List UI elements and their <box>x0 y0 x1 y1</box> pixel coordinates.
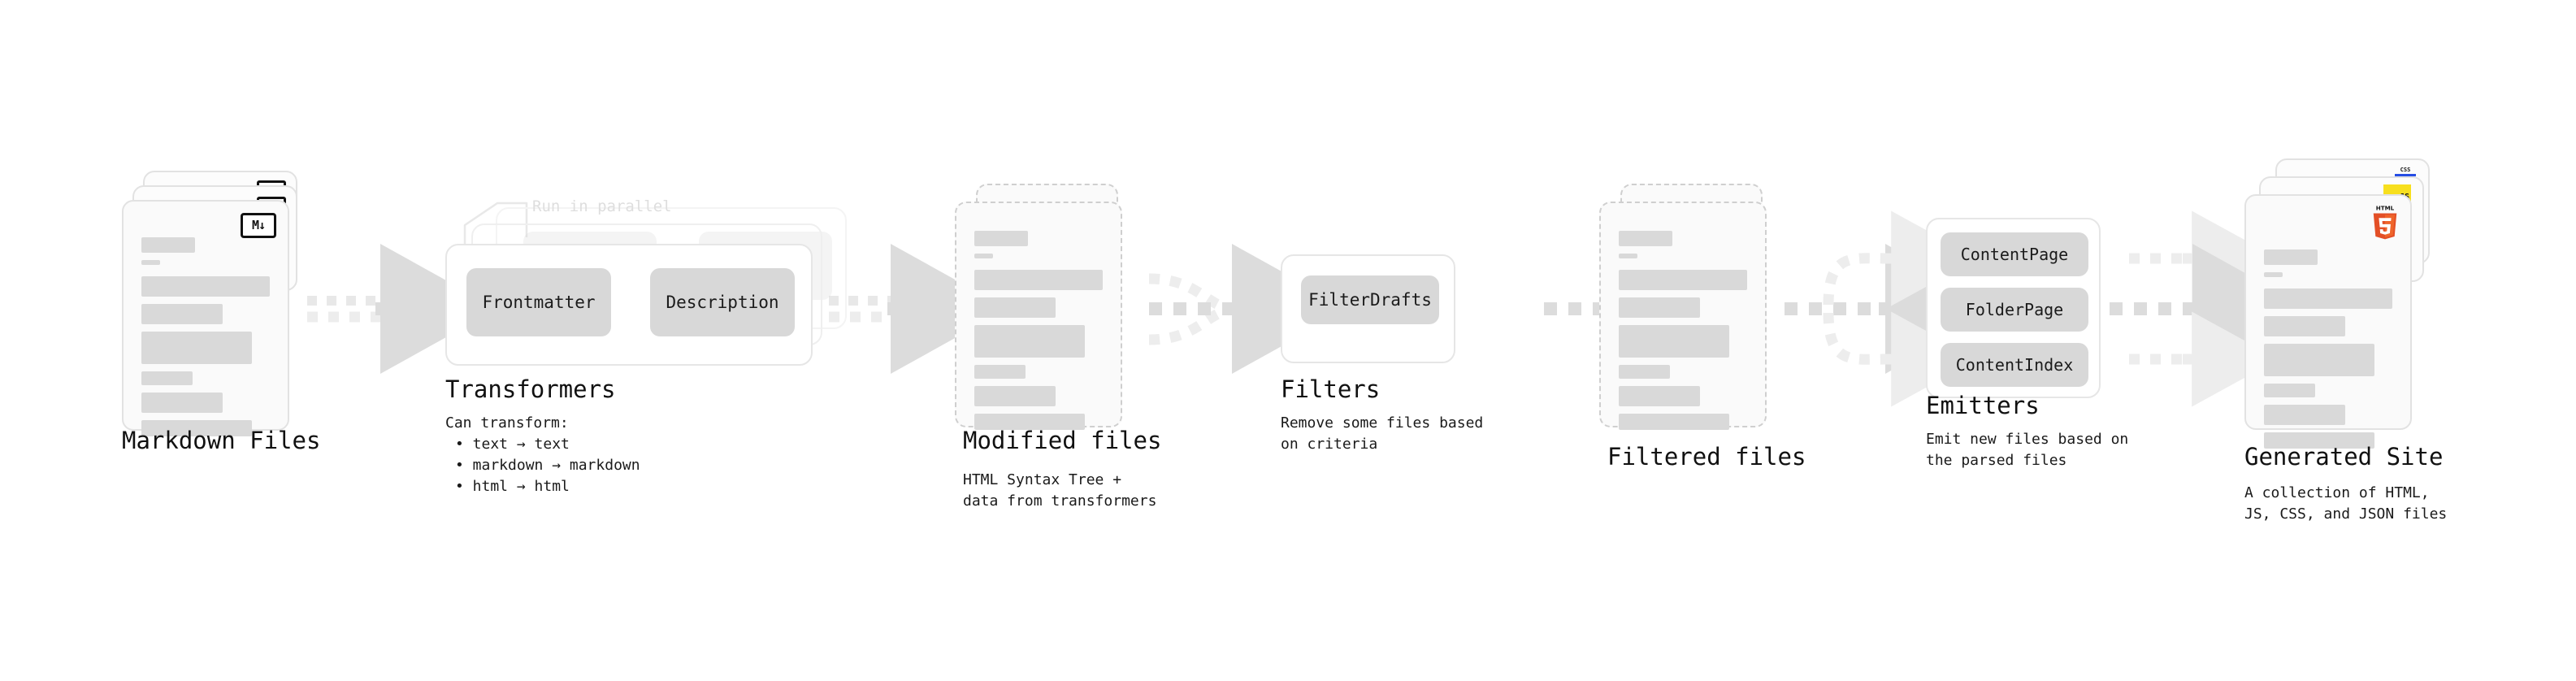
stage-title-generated-site: Generated Site <box>2244 443 2444 471</box>
content-bar <box>141 237 195 253</box>
stage-caption-generated-site: A collection of HTML, JS, CSS, and JSON … <box>2244 484 2448 523</box>
content-bar <box>974 231 1028 246</box>
stage-title-markdown-files: Markdown Files <box>122 427 321 454</box>
bullet-item: • markdown → markdown <box>455 457 640 474</box>
stage-filtered-files <box>1599 184 1786 430</box>
content-bar <box>2264 384 2316 397</box>
html5-badge: HTML <box>2370 204 2400 240</box>
content-bar <box>141 420 252 436</box>
modified-file-stack <box>955 184 1142 430</box>
css-badge-label: CSS <box>2400 166 2411 173</box>
connector-markdown-to-transformers <box>307 244 497 374</box>
content-bar <box>2264 344 2374 376</box>
content-bar <box>974 386 1056 406</box>
content-bar <box>1619 270 1747 290</box>
stage-modified-files <box>955 184 1142 430</box>
content-bar <box>1619 231 1672 246</box>
pill-label: Description <box>666 293 779 312</box>
markdown-file-stack: M↓ M↓ M↓ <box>122 171 309 436</box>
site-file-stack: CSS JS HTML <box>2244 158 2439 449</box>
html5-badge-svg: HTML <box>2373 205 2397 240</box>
pill-frontmatter[interactable]: Frontmatter <box>466 268 611 336</box>
content-bar <box>2264 316 2345 336</box>
pill-label: FolderPage <box>1965 300 2064 319</box>
stage-title-modified-files: Modified files <box>963 427 1162 454</box>
connector-emitters-to-site <box>2110 210 2309 407</box>
connector-modified-to-filters <box>1148 244 1349 374</box>
css-badge-bar <box>2395 173 2416 176</box>
filters-box[interactable]: FilterDrafts <box>1281 254 1455 363</box>
content-bar <box>1619 325 1729 358</box>
stage-title-emitters: Emitters <box>1926 392 2040 419</box>
run-in-parallel-label: Run in parallel <box>532 197 672 215</box>
content-bar <box>1619 386 1700 406</box>
modified-content-lines <box>974 231 1103 437</box>
bullet-item: • html → html <box>455 478 570 495</box>
content-bar <box>1619 297 1700 318</box>
stage-caption-emitters: Emit new files based on the parsed files <box>1926 431 2129 469</box>
content-bar <box>974 414 1085 430</box>
stage-caption-filters: Remove some files based on criteria <box>1281 414 1484 453</box>
markdown-file-front[interactable]: M↓ <box>122 200 289 436</box>
bullet-item: • text → text <box>455 436 570 453</box>
stage-generated-site: CSS JS HTML <box>2244 158 2439 449</box>
pill-description[interactable]: Description <box>650 268 795 336</box>
pill-label: Frontmatter <box>482 293 596 312</box>
site-content-lines <box>2264 249 2392 456</box>
content-bar <box>2264 288 2392 309</box>
filtered-content-lines <box>1619 231 1747 437</box>
pill-label: ContentPage <box>1960 245 2069 264</box>
transformer-box-front[interactable]: Frontmatter Description <box>445 244 813 366</box>
content-bar <box>974 254 993 258</box>
content-bar <box>1619 254 1637 258</box>
pill-contentindex[interactable]: ContentIndex <box>1941 343 2088 387</box>
content-bar <box>2264 405 2345 425</box>
content-bar <box>974 270 1103 290</box>
transformers-bullet-list: • text → text • markdown → markdown • ht… <box>455 434 640 497</box>
markdown-badge: M↓ <box>241 213 276 238</box>
stage-title-filtered-files: Filtered files <box>1607 443 1806 471</box>
content-bar <box>141 371 193 385</box>
content-bar <box>974 325 1085 358</box>
site-file-front[interactable]: HTML <box>2244 194 2412 449</box>
pill-label: ContentIndex <box>1955 355 2074 375</box>
pill-folderpage[interactable]: FolderPage <box>1941 288 2088 332</box>
content-bar <box>141 393 223 413</box>
content-bar <box>974 297 1056 318</box>
transformers-caption-lead: Can transform: <box>445 414 569 432</box>
content-bar <box>2264 272 2283 277</box>
connector-filtered-to-emitters <box>1785 210 2002 407</box>
svg-text:HTML: HTML <box>2376 205 2395 212</box>
content-bar <box>141 304 223 324</box>
content-bar <box>1619 414 1729 430</box>
markdown-badge-glyph: M↓ <box>251 218 266 232</box>
pill-contentpage[interactable]: ContentPage <box>1941 232 2088 276</box>
markdown-content-lines <box>141 237 270 444</box>
content-bar <box>974 365 1026 379</box>
pill-filterdrafts[interactable]: FilterDrafts <box>1301 275 1439 324</box>
stage-markdown-files: M↓ M↓ M↓ <box>122 171 309 436</box>
stage-caption-modified-files: HTML Syntax Tree + data from transformer… <box>963 471 1157 510</box>
content-bar <box>1619 365 1671 379</box>
stage-title-filters: Filters <box>1281 375 1381 403</box>
content-bar <box>2264 249 2318 265</box>
filtered-file-front[interactable] <box>1599 202 1767 430</box>
content-bar <box>141 276 270 297</box>
emitters-box[interactable]: ContentPage FolderPage ContentIndex <box>1926 218 2101 398</box>
content-bar <box>141 260 160 265</box>
modified-file-front[interactable] <box>955 202 1122 430</box>
stage-title-transformers: Transformers <box>445 375 616 403</box>
content-bar <box>2264 432 2374 449</box>
pill-label: FilterDrafts <box>1308 290 1432 310</box>
content-bar <box>141 332 252 364</box>
filtered-file-stack <box>1599 184 1786 430</box>
css-badge: CSS <box>2394 165 2417 178</box>
